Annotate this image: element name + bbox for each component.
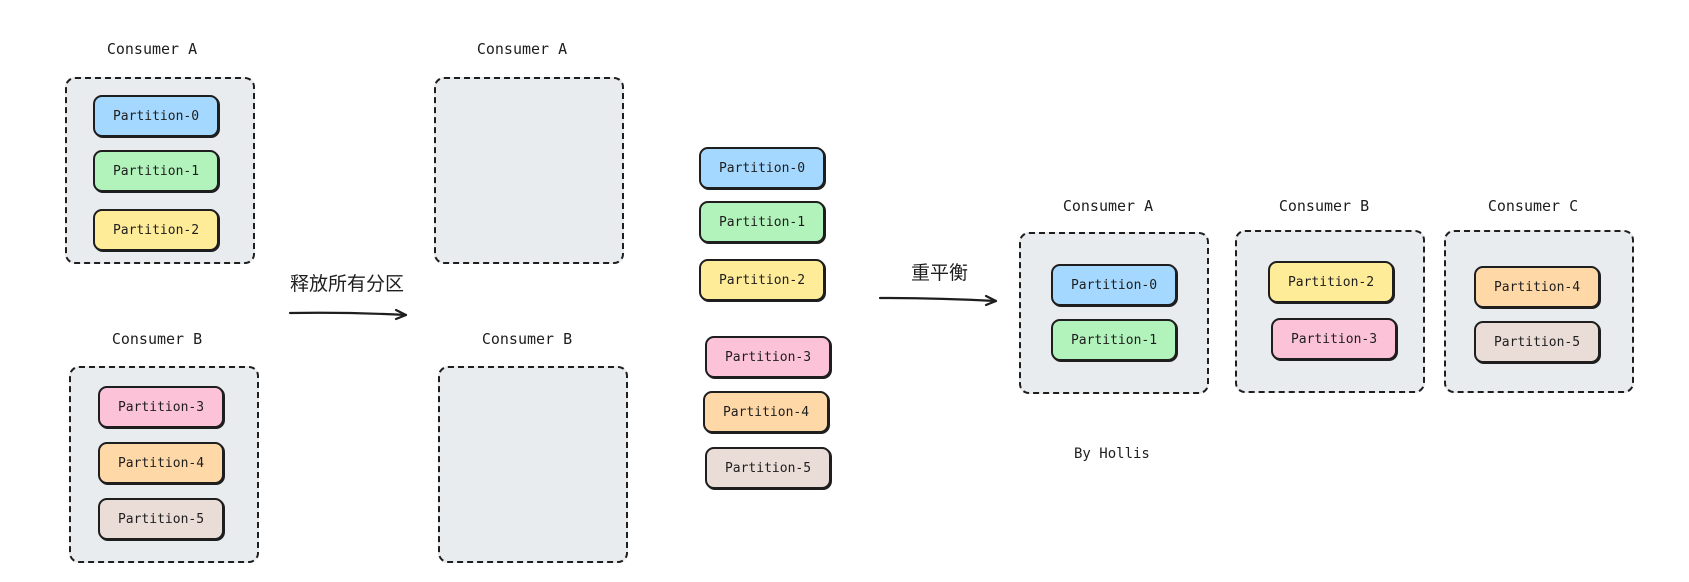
partition-box: Partition-5 [1474,321,1600,363]
released-consumer-b-group [438,366,628,563]
consumer-b-title: Consumer B [111,330,203,348]
free-partition: Partition-2 [699,259,825,301]
after-consumer-c-group: Partition-4 Partition-5 [1444,230,1634,393]
partition-box: Partition-3 [98,386,224,428]
rebalance-label: 重平衡 [911,262,969,284]
partition-box: Partition-0 [93,95,219,137]
partition-box: Partition-2 [1268,261,1394,303]
after-consumer-b-group: Partition-2 Partition-3 [1235,230,1425,393]
free-partition: Partition-3 [705,336,831,378]
consumer-a-title: Consumer A [106,40,198,58]
released-consumer-b-title: Consumer B [481,330,573,348]
free-partition: Partition-5 [705,447,831,489]
partition-box: Partition-1 [1051,319,1177,361]
free-partition: Partition-0 [699,147,825,189]
partition-box: Partition-1 [93,150,219,192]
release-all-partitions-label: 释放所有分区 [290,273,405,295]
after-consumer-b-title: Consumer B [1278,197,1370,215]
after-consumer-a-title: Consumer A [1062,197,1154,215]
author-credit: By Hollis [1074,446,1150,462]
released-consumer-a-group [434,77,624,264]
released-consumer-a-title: Consumer A [476,40,568,58]
partition-box: Partition-2 [93,209,219,251]
consumer-b-group: Partition-3 Partition-4 Partition-5 [69,366,259,563]
partition-box: Partition-4 [1474,266,1600,308]
consumer-a-group: Partition-0 Partition-1 Partition-2 [65,77,255,264]
free-partition: Partition-4 [703,391,829,433]
after-consumer-c-title: Consumer C [1487,197,1579,215]
rebalance-arrow [878,294,998,307]
free-partition: Partition-1 [699,201,825,243]
partition-box: Partition-0 [1051,264,1177,306]
release-arrow [288,308,408,321]
partition-box: Partition-5 [98,498,224,540]
after-consumer-a-group: Partition-0 Partition-1 [1019,232,1209,394]
partition-box: Partition-3 [1271,318,1397,360]
partition-box: Partition-4 [98,442,224,484]
